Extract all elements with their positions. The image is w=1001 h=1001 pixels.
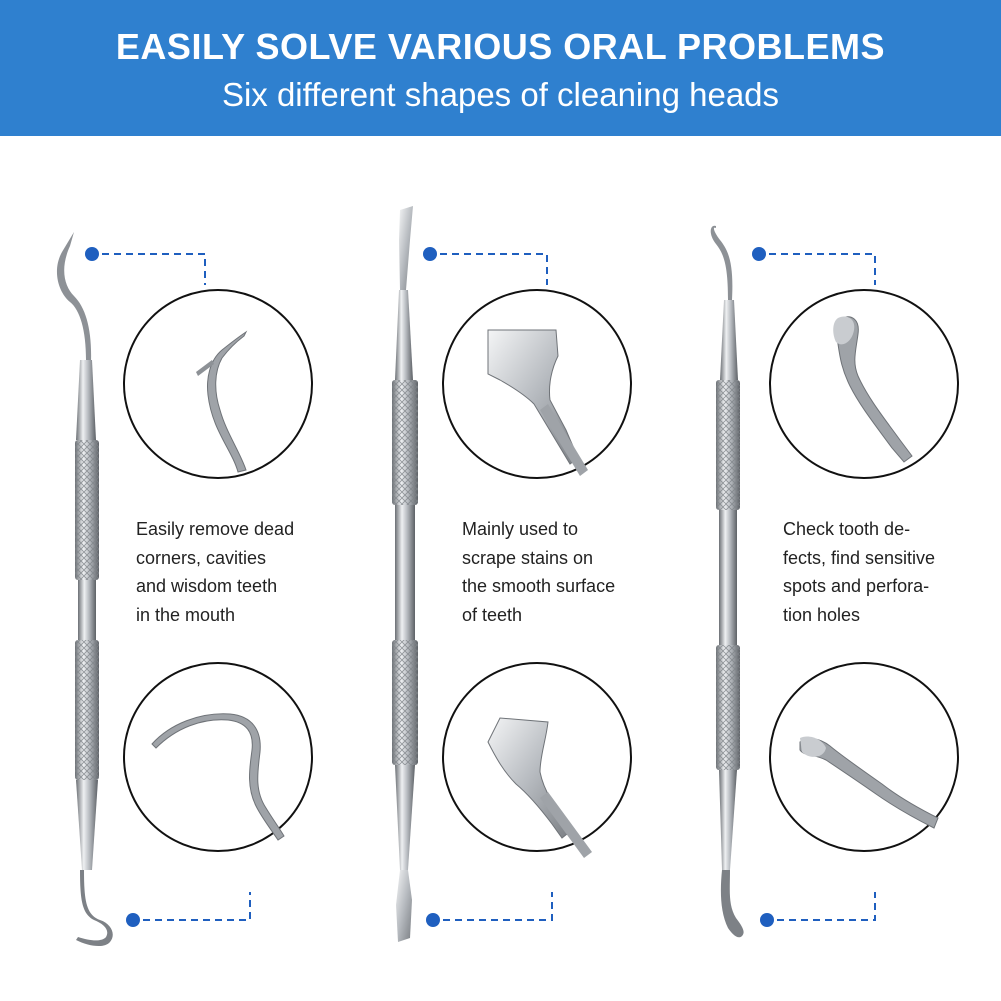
closeup-1-top [123,289,313,479]
description-line: fects, find sensitive [783,547,936,568]
tool-1-description: Easily remove dead corners, cavities and… [136,515,336,629]
product-illustration [56,206,959,947]
tool-3-description: Check tooth de- fects, find sensitive sp… [783,515,983,629]
description-line: tion holes [783,604,861,625]
callout-3-bottom [760,892,876,927]
callout-1-top [85,247,206,285]
description-line: scrape stains on [462,547,594,568]
description-line: of teeth [462,604,523,625]
description-line: in the mouth [136,604,236,625]
closeup-2-bottom [442,662,632,858]
description-line: Mainly used to [462,519,579,539]
closeup-1-bottom [123,662,313,852]
closeup-2-top [442,289,632,479]
description-line: corners, cavities [136,547,267,568]
description-line: the smooth surface [462,576,616,596]
description-line: Easily remove dead [136,519,295,539]
closeup-3-bottom [769,662,959,852]
tool-1-instrument [56,232,113,947]
description-line: Check tooth de- [783,519,911,539]
callout-2-bottom [426,892,553,927]
page-title: EASILY SOLVE VARIOUS ORAL PROBLEMS [115,26,886,67]
callout-2-top [423,247,548,285]
description-line: spots and perfora- [783,576,930,596]
callout-1-bottom [126,892,251,927]
tool-2-instrument [392,206,418,942]
page-subtitle: Six different shapes of cleaning heads [221,76,780,113]
callout-3-top [752,247,876,285]
tool-3-instrument [710,225,744,938]
description-line: and wisdom teeth [136,576,278,596]
header-banner [0,0,1001,136]
closeup-3-top [769,289,959,479]
tool-2-description: Mainly used to scrape stains on the smoo… [462,515,662,629]
